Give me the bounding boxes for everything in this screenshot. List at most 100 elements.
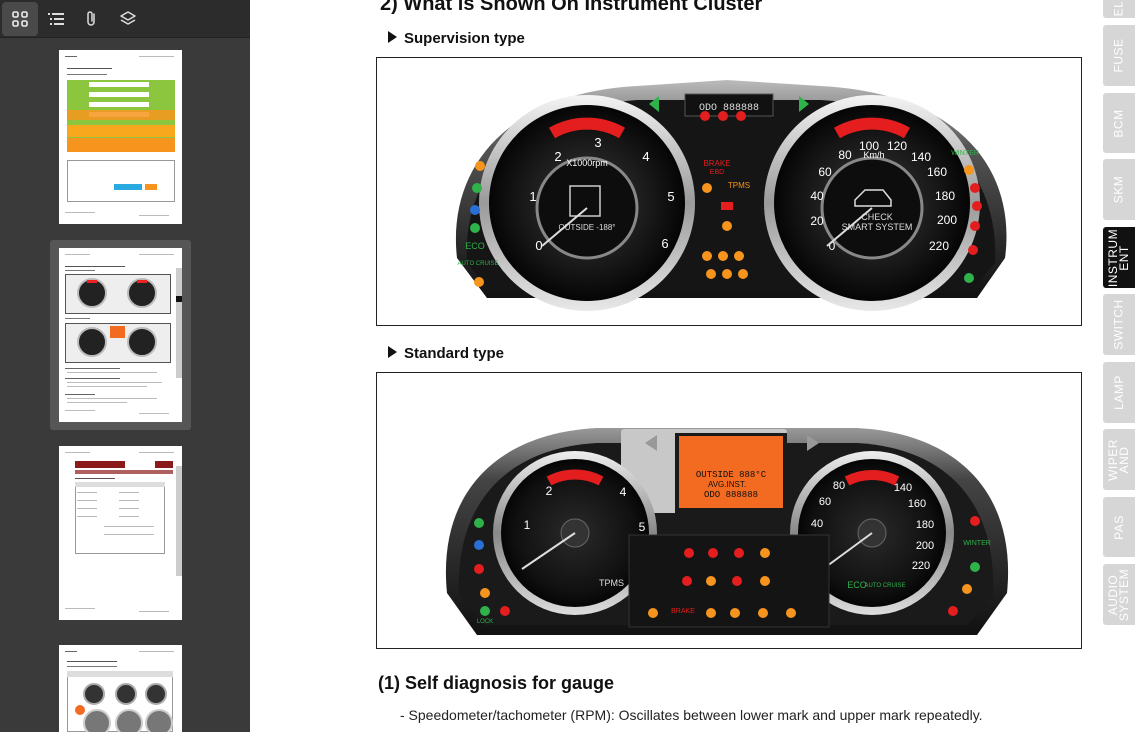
right-indicator-lamps: WINTER <box>948 516 991 616</box>
tach-mark-2: 2 <box>546 484 553 498</box>
tab-label: PAS <box>1111 514 1126 540</box>
page-thumbnail-2[interactable] <box>50 240 191 430</box>
outside-temp-lcd: OUTSIDE 888°C <box>696 470 767 480</box>
tab-label: FUSE <box>1111 38 1126 73</box>
eco-label: ECO <box>847 580 867 590</box>
sidebar <box>0 0 250 732</box>
tab-label: LAMP <box>1111 375 1126 410</box>
tab-label: BCM <box>1111 108 1126 138</box>
thumbnails-button[interactable] <box>2 1 38 36</box>
winter-label: WINTER <box>963 540 991 547</box>
tach-mark-4: 4 <box>642 149 649 164</box>
standard-label: Standard type <box>404 345 505 362</box>
tab-switch[interactable]: SWITCH <box>1103 294 1135 355</box>
speed-mark-220: 220 <box>929 239 949 253</box>
tach-mark-0: 0 <box>535 238 542 253</box>
attachments-button[interactable] <box>74 2 110 36</box>
lock-label: LOCK <box>477 619 493 625</box>
speed-mark-200: 200 <box>937 213 957 227</box>
tab-lamp[interactable]: LAMP <box>1103 362 1135 423</box>
document-page: 2) What is Shown On Instrument Cluster S… <box>250 0 1100 732</box>
page-thumbnail-3[interactable] <box>50 446 191 620</box>
layers-button[interactable] <box>110 2 146 36</box>
speed-mark-100: 100 <box>859 139 879 153</box>
tab-skm[interactable]: SKM <box>1103 159 1135 220</box>
tach-redline <box>546 469 604 486</box>
tach-mark-3: 3 <box>594 135 601 150</box>
speed-mark-160: 160 <box>927 165 947 179</box>
avg-inst-label: AVG.INST. <box>708 480 746 489</box>
tab-bcm[interactable]: BCM <box>1103 93 1135 153</box>
chapter-tabs: EL FUSE BCM SKM INSTRUM ENT SWITCH LAMP … <box>1100 0 1135 732</box>
center-warning-lamps: BRAKE EBD TPMS <box>700 111 750 279</box>
tab-fuse[interactable]: FUSE <box>1103 25 1135 86</box>
speed-mark-120: 120 <box>887 139 907 153</box>
outline-button[interactable] <box>38 2 74 36</box>
standard-cluster-figure: OUTSIDE 888°C AVG.INST. ODO 888888 1 2 4… <box>376 372 1082 649</box>
triangle-bullet-icon <box>388 346 397 358</box>
speed-mark-40: 40 <box>810 189 824 203</box>
check-line-1: CHECK <box>861 212 893 222</box>
tab-wiper[interactable]: WIPER AND <box>1103 429 1135 490</box>
tpms-label: TPMS <box>728 181 750 190</box>
attachments-icon <box>87 10 95 26</box>
supervision-label: Supervision type <box>404 30 525 47</box>
tab-label: AUDIO SYSTEM <box>1106 568 1131 621</box>
tab-el[interactable]: EL <box>1103 0 1135 18</box>
center-lcd <box>679 436 783 508</box>
tach-mark-1: 1 <box>524 518 531 532</box>
thumbnails-icon <box>12 10 28 27</box>
tab-instrument[interactable]: INSTRUM ENT <box>1103 227 1135 288</box>
page-thumbnail-1[interactable] <box>50 50 191 224</box>
speed-mark-180: 180 <box>916 519 934 531</box>
tab-label: SKM <box>1111 175 1126 204</box>
supervision-heading: Supervision type <box>388 30 525 47</box>
speed-mark-20: 20 <box>810 214 824 228</box>
tab-label: SWITCH <box>1111 299 1126 350</box>
speedometer-bullet: - Speedometer/tachometer (RPM): Oscillat… <box>400 707 983 723</box>
brake-label: BRAKE <box>671 608 695 615</box>
left-indicator-lamps: LOCK <box>474 518 510 625</box>
tab-label: EL <box>1111 0 1126 16</box>
section-title: 2) What is Shown On Instrument Cluster <box>380 0 763 15</box>
speed-redline <box>834 117 910 139</box>
tab-audio[interactable]: AUDIO SYSTEM <box>1103 564 1135 625</box>
layers-icon <box>120 10 136 25</box>
center-warning-lamps: BRAKE <box>648 548 796 618</box>
speed-mark-60: 60 <box>819 496 831 508</box>
right-turn-arrow-icon <box>799 96 809 112</box>
car-icon <box>854 189 892 207</box>
speed-mark-80: 80 <box>833 480 845 492</box>
tpms-label: TPMS <box>599 578 624 588</box>
supervision-cluster-figure: ODO 888888 X1000rpm OUTSIDE -188° 0 1 2 … <box>376 57 1082 326</box>
speed-mark-0: 0 <box>829 239 836 253</box>
ebd-label: EBD <box>710 169 724 176</box>
odo-lcd: ODO 888888 <box>704 490 758 500</box>
eco-label: ECO <box>465 241 485 251</box>
rpm-unit: X1000rpm <box>566 158 608 168</box>
speed-mark-200: 200 <box>916 540 934 552</box>
odo-display: ODO 888888 <box>699 103 759 114</box>
tab-label: INSTRUM ENT <box>1106 228 1132 287</box>
outline-icon <box>48 12 64 25</box>
tach-mark-2: 2 <box>554 149 561 164</box>
speed-mark-60: 60 <box>818 165 832 179</box>
speed-mark-160: 160 <box>908 498 926 510</box>
fuel-icon <box>569 185 601 217</box>
speed-unit: Km/h <box>863 150 884 160</box>
speed-mark-80: 80 <box>838 148 852 162</box>
tach-mark-6: 6 <box>661 236 668 251</box>
brake-label: BRAKE <box>703 159 730 168</box>
supervision-cluster-image: ODO 888888 X1000rpm OUTSIDE -188° 0 1 2 … <box>455 80 1007 311</box>
tab-label: WIPER AND <box>1106 438 1131 481</box>
speed-mark-140: 140 <box>911 150 931 164</box>
tab-pas[interactable]: PAS <box>1103 497 1135 557</box>
page-thumbnail-4[interactable] <box>50 645 191 732</box>
auto-cruise-label: AUTO CRUISE <box>458 261 499 267</box>
page-thumbnail-image <box>59 645 182 732</box>
sidebar-toolbar <box>0 0 250 38</box>
speed-mark-180: 180 <box>935 189 955 203</box>
auto-cruise-label: AUTO CRUISE <box>865 583 906 589</box>
right-indicator-lamps: WINTER <box>951 150 982 283</box>
